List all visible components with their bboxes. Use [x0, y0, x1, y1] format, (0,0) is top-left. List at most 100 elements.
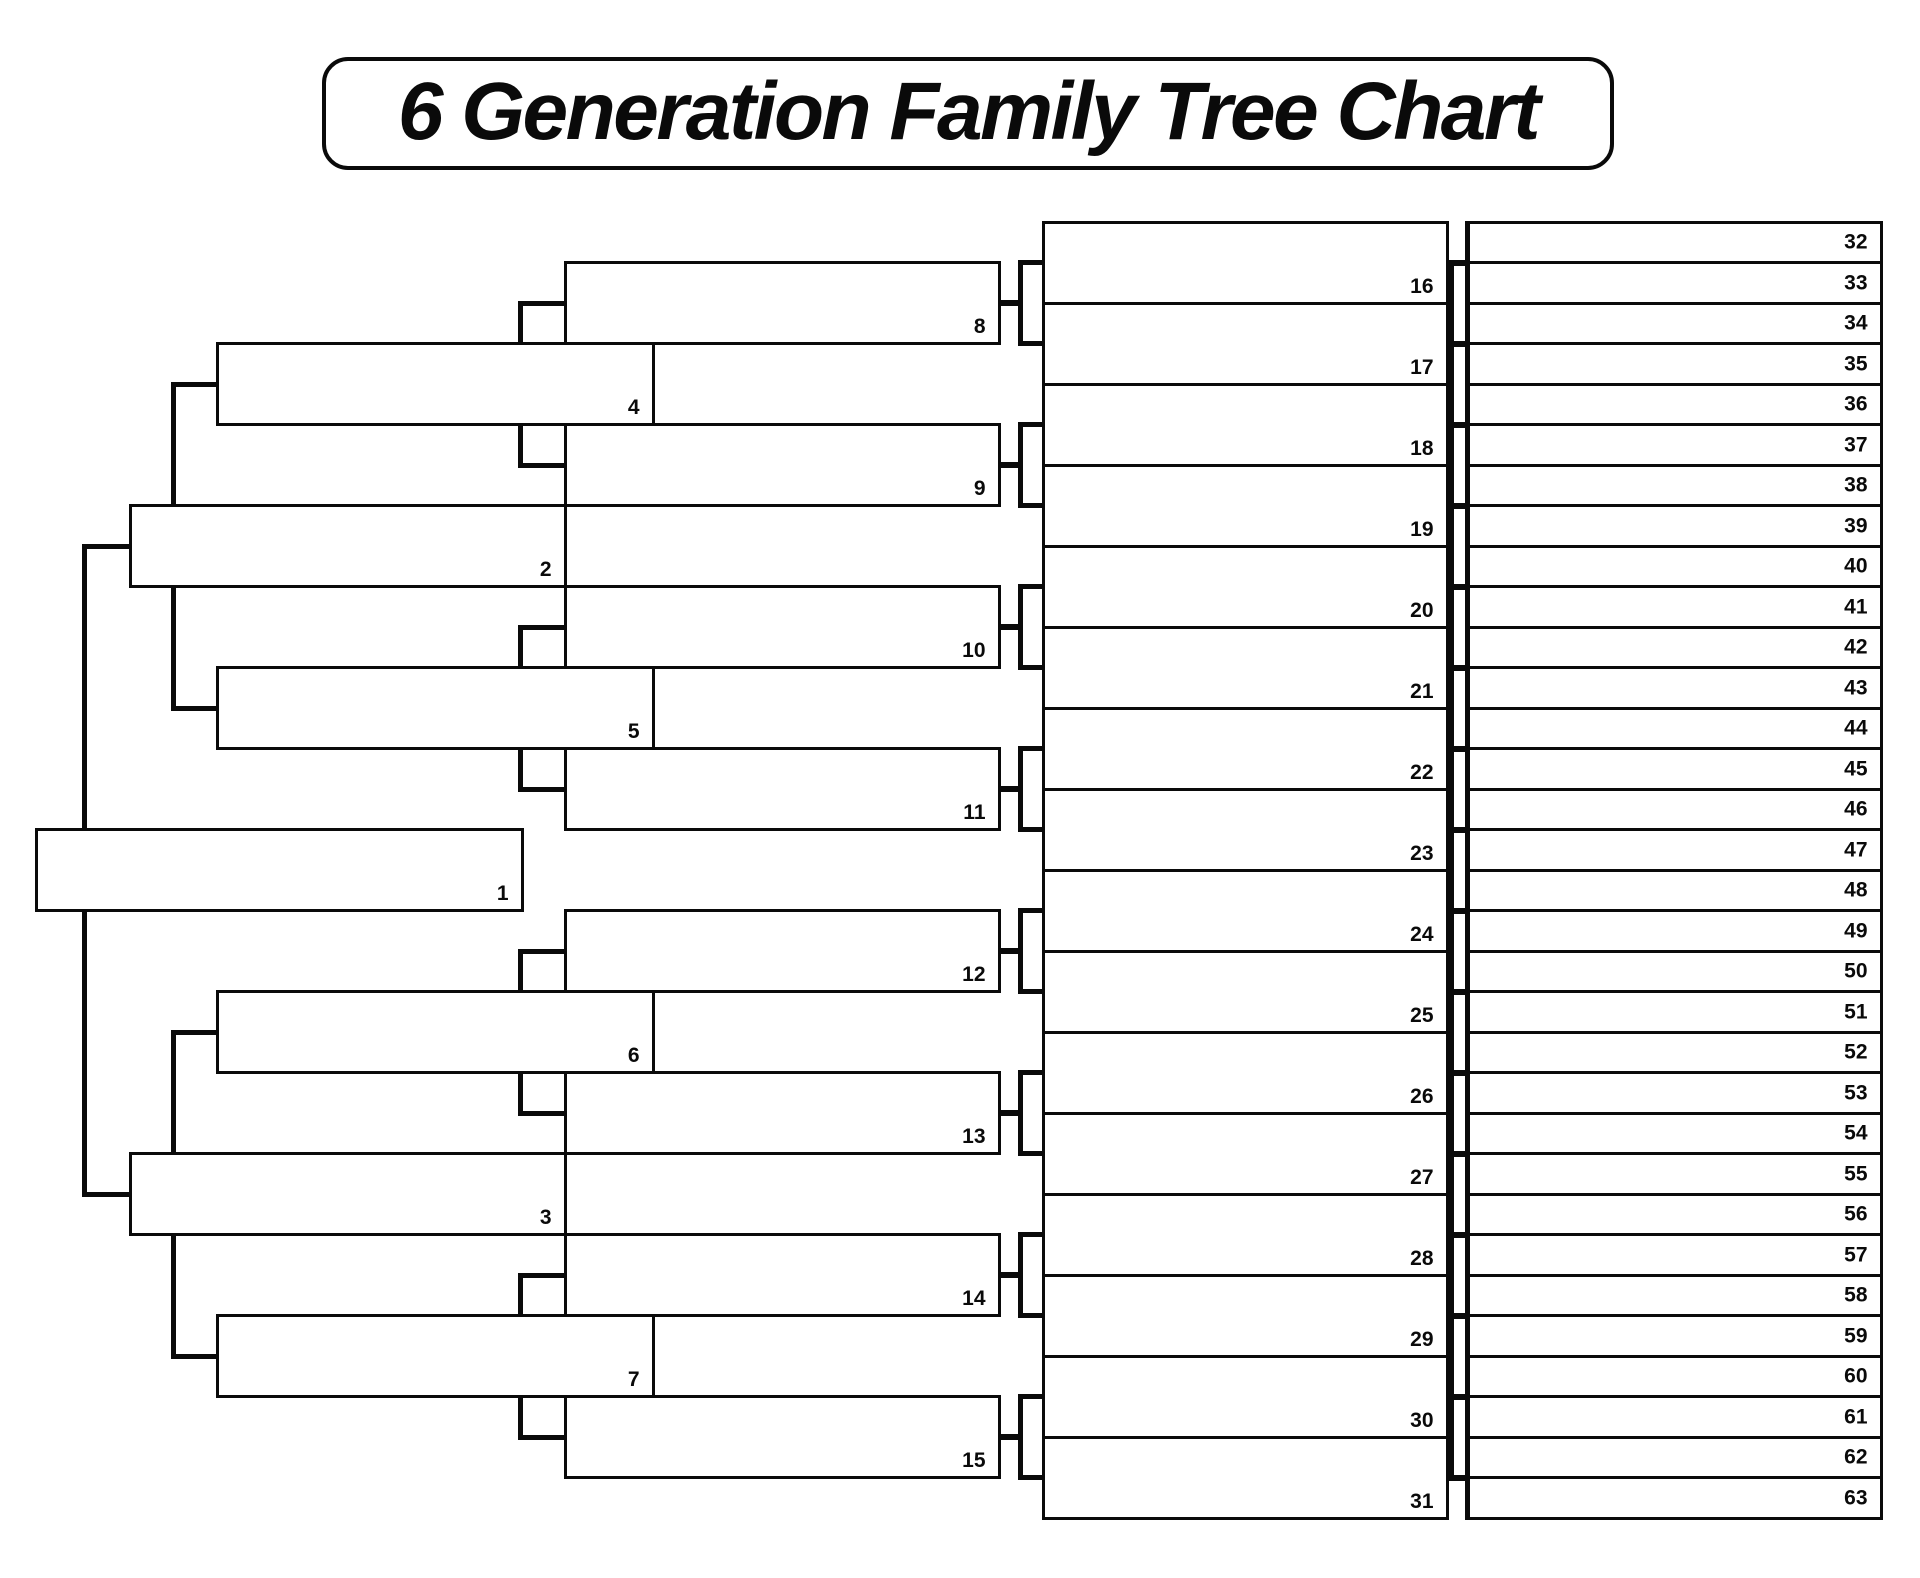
person-number-30: 30: [1410, 1408, 1434, 1432]
person-number-58: 58: [1844, 1283, 1868, 1307]
person-box-22[interactable]: 22: [1041, 706, 1449, 791]
connector-line: [517, 1434, 567, 1440]
person-box-33[interactable]: 33: [1464, 261, 1883, 305]
person-box-49[interactable]: 49: [1464, 909, 1883, 953]
person-box-2[interactable]: 2: [128, 504, 567, 588]
person-box-37[interactable]: 37: [1464, 423, 1883, 467]
connector-line: [1017, 260, 1023, 346]
person-box-60[interactable]: 60: [1464, 1354, 1883, 1398]
person-box-59[interactable]: 59: [1464, 1314, 1883, 1358]
person-box-9[interactable]: 9: [563, 423, 1001, 507]
connector-line: [1445, 664, 1467, 671]
person-box-18[interactable]: 18: [1041, 382, 1449, 467]
person-number-31: 31: [1410, 1489, 1434, 1513]
person-box-34[interactable]: 34: [1464, 301, 1883, 345]
person-number-25: 25: [1410, 1003, 1434, 1027]
person-box-52[interactable]: 52: [1464, 1030, 1883, 1074]
person-box-24[interactable]: 24: [1041, 868, 1449, 953]
person-box-55[interactable]: 55: [1464, 1152, 1883, 1196]
connector-line: [1017, 422, 1023, 508]
person-number-46: 46: [1844, 797, 1868, 821]
person-box-10[interactable]: 10: [563, 585, 1001, 669]
person-box-16[interactable]: 16: [1041, 220, 1449, 305]
person-box-38[interactable]: 38: [1464, 463, 1883, 507]
person-box-43[interactable]: 43: [1464, 666, 1883, 710]
person-box-6[interactable]: 6: [215, 990, 655, 1074]
person-box-21[interactable]: 21: [1041, 625, 1449, 710]
connector-line: [1445, 1150, 1467, 1157]
person-number-18: 18: [1410, 436, 1434, 460]
person-box-56[interactable]: 56: [1464, 1192, 1883, 1236]
connector-line: [1017, 1070, 1023, 1156]
person-box-27[interactable]: 27: [1041, 1111, 1449, 1196]
person-box-8[interactable]: 8: [563, 261, 1001, 345]
person-box-5[interactable]: 5: [215, 666, 655, 750]
person-box-41[interactable]: 41: [1464, 585, 1883, 629]
person-box-14[interactable]: 14: [563, 1233, 1001, 1317]
connector-line: [170, 381, 176, 507]
person-box-20[interactable]: 20: [1041, 544, 1449, 629]
connector-line: [1445, 1069, 1467, 1076]
person-box-32[interactable]: 32: [1464, 220, 1883, 264]
person-box-29[interactable]: 29: [1041, 1273, 1449, 1358]
connector-line: [1445, 1393, 1467, 1400]
person-number-13: 13: [962, 1125, 986, 1148]
person-box-42[interactable]: 42: [1464, 625, 1883, 669]
connector-line: [170, 1029, 219, 1035]
connector-line: [170, 1029, 176, 1155]
person-box-47[interactable]: 47: [1464, 828, 1883, 872]
person-box-4[interactable]: 4: [215, 342, 655, 426]
person-box-26[interactable]: 26: [1041, 1030, 1449, 1115]
person-number-33: 33: [1844, 271, 1868, 295]
person-box-54[interactable]: 54: [1464, 1111, 1883, 1155]
person-box-50[interactable]: 50: [1464, 949, 1883, 993]
person-box-53[interactable]: 53: [1464, 1071, 1883, 1115]
person-box-12[interactable]: 12: [563, 909, 1001, 993]
connector-line: [1445, 1474, 1467, 1481]
person-box-31[interactable]: 31: [1041, 1435, 1449, 1520]
person-box-19[interactable]: 19: [1041, 463, 1449, 548]
person-box-28[interactable]: 28: [1041, 1192, 1449, 1277]
person-box-30[interactable]: 30: [1041, 1354, 1449, 1439]
person-box-61[interactable]: 61: [1464, 1395, 1883, 1439]
connector-line: [1017, 908, 1045, 913]
person-box-7[interactable]: 7: [215, 1314, 655, 1398]
person-box-62[interactable]: 62: [1464, 1435, 1883, 1479]
person-box-35[interactable]: 35: [1464, 342, 1883, 386]
person-box-3[interactable]: 3: [128, 1152, 567, 1236]
person-number-59: 59: [1844, 1324, 1868, 1348]
person-box-1[interactable]: 1: [34, 828, 524, 912]
person-box-36[interactable]: 36: [1464, 382, 1883, 426]
person-box-58[interactable]: 58: [1464, 1273, 1883, 1317]
person-box-48[interactable]: 48: [1464, 868, 1883, 912]
connector-line: [1017, 584, 1023, 670]
person-box-15[interactable]: 15: [563, 1395, 1001, 1479]
person-box-45[interactable]: 45: [1464, 747, 1883, 791]
person-box-25[interactable]: 25: [1041, 949, 1449, 1034]
person-box-23[interactable]: 23: [1041, 787, 1449, 872]
person-number-12: 12: [962, 963, 986, 986]
person-box-44[interactable]: 44: [1464, 706, 1883, 750]
person-box-40[interactable]: 40: [1464, 544, 1883, 588]
person-number-22: 22: [1410, 760, 1434, 784]
connector-line: [1445, 583, 1467, 590]
person-box-11[interactable]: 11: [563, 747, 1001, 831]
connector-line: [1448, 259, 1454, 1481]
person-box-51[interactable]: 51: [1464, 990, 1883, 1034]
person-box-39[interactable]: 39: [1464, 504, 1883, 548]
connector-line: [517, 948, 567, 954]
connector-line: [997, 624, 1023, 630]
connector-line: [517, 1395, 523, 1440]
person-box-13[interactable]: 13: [563, 1071, 1001, 1155]
person-box-46[interactable]: 46: [1464, 787, 1883, 831]
connector-line: [517, 786, 567, 792]
connector-line: [1017, 746, 1023, 832]
person-number-41: 41: [1844, 595, 1868, 619]
person-number-39: 39: [1844, 514, 1868, 538]
connector-line: [81, 1191, 132, 1197]
person-number-37: 37: [1844, 433, 1868, 457]
person-box-57[interactable]: 57: [1464, 1233, 1883, 1277]
person-box-17[interactable]: 17: [1041, 301, 1449, 386]
person-number-16: 16: [1410, 274, 1434, 298]
person-box-63[interactable]: 63: [1464, 1476, 1883, 1520]
